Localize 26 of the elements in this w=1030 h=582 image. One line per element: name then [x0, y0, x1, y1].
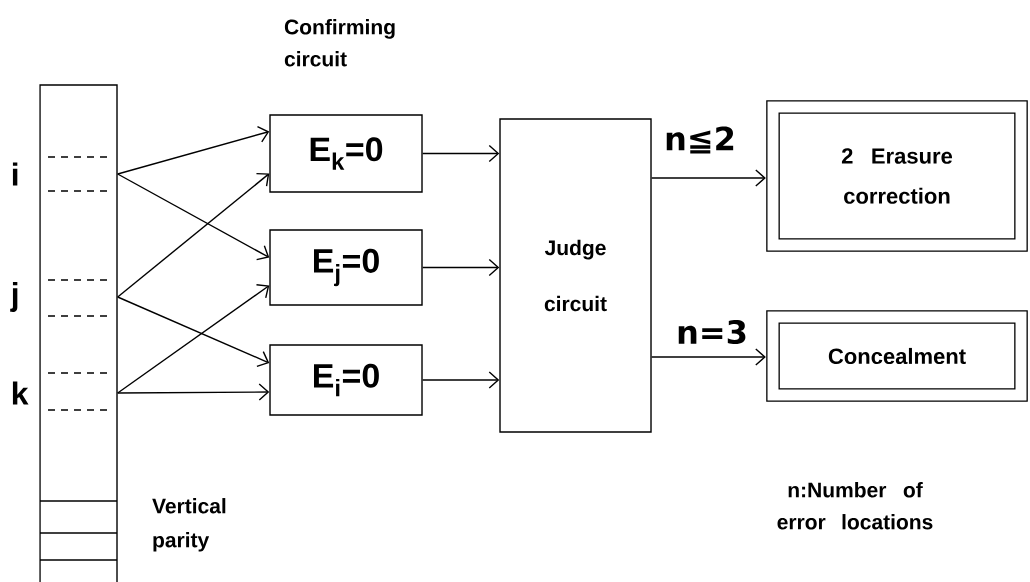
arrow: [117, 173, 270, 261]
condition-box: E$_{i}$=0: [269, 344, 423, 416]
parity-row: k: [12, 372, 111, 411]
arrow: [117, 172, 270, 298]
arrow: [117, 284, 270, 394]
parity-row: j: [10, 279, 111, 317]
judge-box: Judge circuit: [499, 118, 652, 433]
parity-row: i: [12, 156, 111, 192]
action-box: 2 Erasure correction: [766, 100, 1028, 252]
condition-box: E$_{j}$=0: [269, 229, 423, 306]
edge-label: n≦2: [666, 126, 734, 154]
edge-label: n=3: [678, 319, 746, 345]
arrow: [117, 125, 270, 175]
arrow: [422, 258, 500, 277]
arrow: [117, 383, 270, 401]
note: Confirming circuit: [284, 19, 395, 67]
action-box: Concealment: [766, 310, 1028, 402]
arrow: [422, 371, 500, 389]
condition-box: E$_{k}$=0: [269, 114, 423, 193]
arrow: [651, 169, 766, 187]
arrow: [651, 348, 766, 366]
parity-column: [39, 84, 118, 582]
arrow: [117, 296, 270, 368]
arrow: [422, 144, 500, 163]
node-label: Vertical parity: [152, 498, 226, 552]
note: n:Number of error locations: [777, 482, 933, 530]
